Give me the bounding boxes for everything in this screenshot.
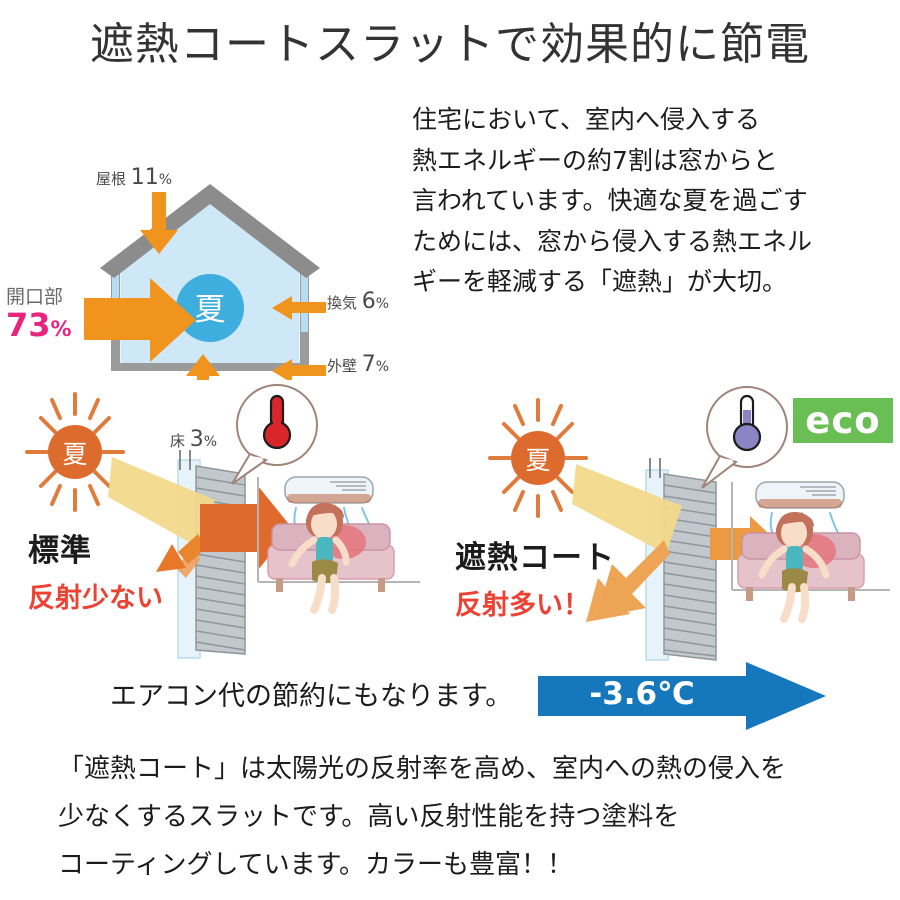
comparison-panel-heatshield: 夏 (450, 382, 900, 672)
outer-wall-arrow (272, 359, 326, 380)
outer-wall-label-text: 外壁 (327, 357, 358, 375)
intro-line-2: 熱エネルギーの約7割は窓からと (412, 145, 778, 175)
caption-heatshield: 遮熱コート 反射多い！ (455, 532, 615, 622)
caption-standard: 標準 反射少ない (28, 525, 163, 615)
ventilation-arrow (272, 296, 326, 320)
opening-value-group: 73% (6, 306, 72, 344)
eco-badge: eco (793, 398, 893, 443)
intro-paragraph: 住宅において、室内へ侵入する 熱エネルギーの約7割は窓からと 言われています。快… (412, 100, 882, 303)
ventilation-unit: % (375, 296, 390, 312)
sunbeam-right (572, 464, 682, 554)
house-roof (100, 184, 320, 278)
outer-wall-label: 外壁 7% (327, 352, 389, 377)
roof-label-text: 屋根 (96, 170, 127, 188)
person-right (758, 511, 830, 623)
caption-heatshield-main: 遮熱コート (455, 540, 615, 576)
blinds-right (663, 473, 717, 661)
opening-label: 開口部 73% (6, 282, 72, 343)
outro-line-3: コーティングしています。カラーも豊富！！ (58, 850, 574, 881)
outro-paragraph: 「遮熱コート」は太陽光の反射率を高め、室内への熱の侵入を 少なくするスラットです… (58, 745, 878, 889)
thermometer-bubble-right (701, 386, 788, 489)
sunbeam-left (108, 457, 215, 547)
summer-circle-label: 夏 (195, 292, 226, 328)
air-conditioner-right (755, 481, 845, 536)
house-heat-diagram: 夏 屋根 11% 換気 6% 外壁 7% 床 3% 開口部 73% (0, 80, 420, 452)
opening-label-text: 開口部 (6, 286, 64, 308)
ventilation-value: 6 (361, 289, 376, 314)
reflection-arrow-right (586, 540, 670, 622)
roof-label: 屋根 11% (96, 165, 172, 190)
blinds-left (195, 465, 246, 655)
ventilation-label-text: 換気 (327, 294, 358, 312)
roof-unit: % (158, 172, 173, 188)
ventilation-label: 換気 6% (327, 289, 389, 314)
saving-row: エアコン代の節約にもなります。 -3.6℃ (0, 660, 900, 732)
caption-heatshield-sub: 反射多い！ (455, 590, 590, 621)
standard-illustration: 夏 (25, 384, 420, 659)
summer-circle (176, 274, 244, 342)
floor-value: 3 (189, 427, 204, 452)
page-title: 遮熱コートスラットで効果的に節電 (90, 19, 810, 70)
house-diagram-svg: 夏 (84, 184, 326, 380)
outer-wall-unit: % (375, 359, 390, 375)
opening-value: 73 (6, 306, 51, 344)
comparison-panel-standard: 夏 (0, 382, 450, 672)
sun-rays-right (488, 398, 588, 518)
caption-standard-sub: 反射少ない (28, 583, 163, 614)
sun-rays-left (25, 392, 125, 512)
floor-label-text: 床 (170, 432, 186, 450)
sun-label-left: 夏 (62, 440, 87, 469)
intro-line-5: ギーを軽減する「遮熱」が大切。 (412, 267, 788, 296)
sun-disc-right (511, 431, 565, 485)
opening-unit: % (50, 317, 72, 341)
sun-disc-left (48, 425, 102, 479)
thermometer-bubble-left (231, 384, 318, 485)
outer-wall-value: 7 (361, 352, 376, 377)
intro-line-3: 言われています。快適な夏を過ごす (412, 186, 808, 215)
floor-unit: % (203, 434, 218, 450)
roof-value: 11 (130, 165, 159, 190)
sun-label-right: 夏 (525, 446, 550, 475)
outro-line-1: 「遮熱コート」は太陽光の反射率を高め、室内への熱の侵入を (58, 754, 787, 784)
temperature-arrow: -3.6℃ (538, 660, 858, 732)
caption-standard-main: 標準 (28, 533, 92, 569)
saving-text: エアコン代の節約にもなります。 (110, 681, 513, 712)
temperature-arrow-label: -3.6℃ (589, 676, 695, 712)
intro-line-1: 住宅において、室内へ侵入する (412, 105, 761, 134)
outro-line-2: 少なくするスラットです。高い反射性能を持つ塗料を (58, 802, 680, 833)
heatshield-illustration: 夏 (488, 386, 890, 661)
reflection-arrow-left (156, 534, 206, 572)
floor-label: 床 3% (170, 427, 217, 452)
roof-arrow (140, 192, 178, 254)
intro-line-4: ためには、窓から侵入する熱エネル (412, 226, 813, 256)
temperature-arrow-svg (538, 662, 826, 730)
floor-arrow (186, 354, 220, 380)
opening-arrow (84, 278, 196, 362)
person-left (288, 502, 350, 614)
